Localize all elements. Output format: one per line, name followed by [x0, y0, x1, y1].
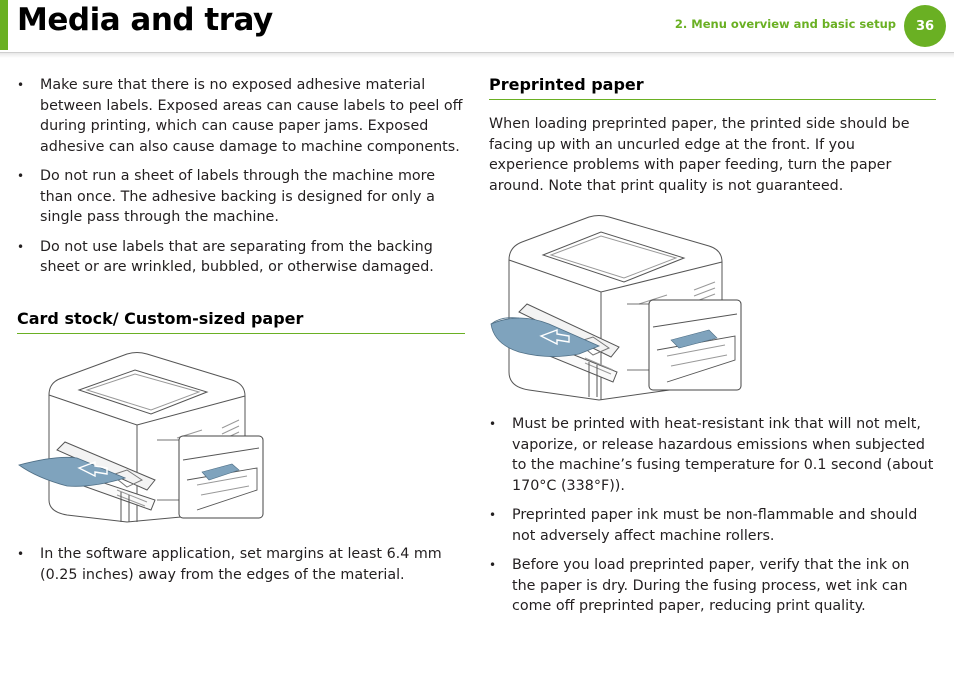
page-title: Media and tray: [17, 2, 273, 38]
card-stock-loading-illustration: [18, 352, 264, 523]
list-item: Make sure that there is no exposed adhes…: [17, 75, 465, 157]
list-item: In the software application, set margins…: [17, 544, 465, 585]
header-accent-bar: [0, 0, 8, 50]
page-number-badge: 36: [904, 5, 946, 47]
left-column: Make sure that there is no exposed adhes…: [17, 75, 465, 334]
list-item: Before you load preprinted paper, verify…: [489, 555, 936, 617]
card-stock-heading: Card stock/ Custom-sized paper: [17, 309, 465, 334]
list-item: Must be printed with heat-resistant ink …: [489, 414, 936, 496]
card-stock-notes: In the software application, set margins…: [17, 544, 465, 594]
preprinted-intro: When loading preprinted paper, the print…: [489, 116, 910, 194]
preprinted-bullet-list: Must be printed with heat-resistant ink …: [489, 414, 936, 617]
preprinted-notes: Must be printed with heat-resistant ink …: [489, 414, 936, 626]
header-line: [0, 52, 954, 53]
card-bullet-list: In the software application, set margins…: [17, 544, 465, 585]
list-item: Do not run a sheet of labels through the…: [17, 166, 465, 228]
chapter-link[interactable]: 2. Menu overview and basic setup: [674, 17, 896, 31]
list-item: Do not use labels that are separating fr…: [17, 237, 465, 278]
preprinted-loading-illustration: [490, 215, 742, 401]
label-bullet-list: Make sure that there is no exposed adhes…: [17, 75, 465, 278]
preprinted-heading: Preprinted paper: [489, 75, 936, 100]
header-rule: [0, 52, 954, 58]
right-column: Preprinted paper When loading preprinted…: [489, 75, 936, 196]
list-item: Preprinted paper ink must be non-flammab…: [489, 505, 936, 546]
